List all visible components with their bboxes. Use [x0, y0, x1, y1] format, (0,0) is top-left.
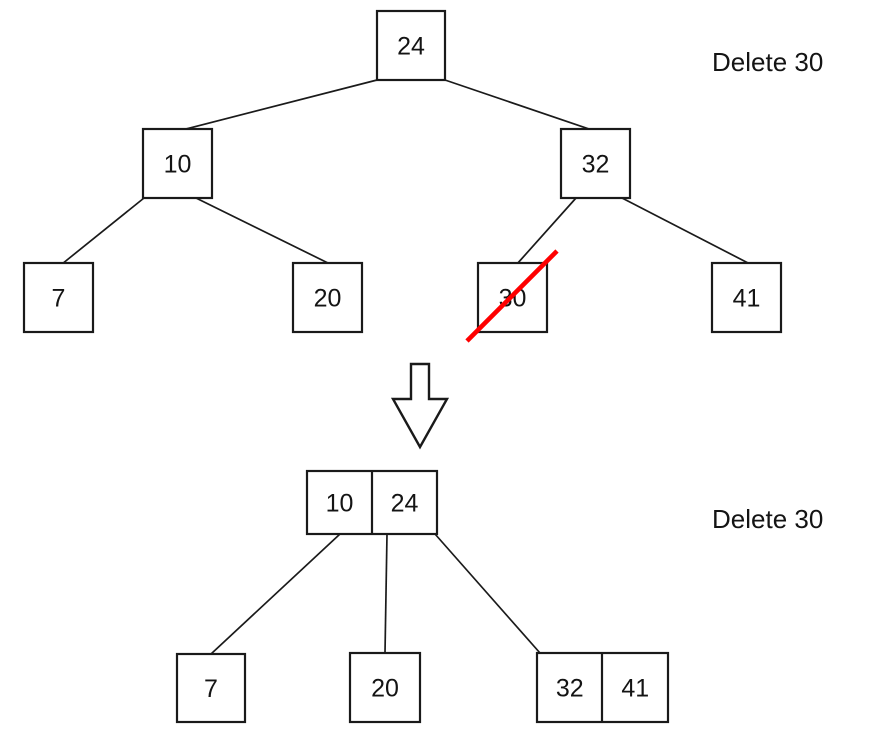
tree-node-41: 41 [710, 261, 783, 334]
tree-edge [444, 79, 593, 131]
node-key-label: 32 [556, 675, 584, 703]
tree-node-10: 10 [141, 127, 214, 200]
tree-edge [210, 533, 341, 655]
tree-node-32-41: 32 41 [535, 651, 670, 724]
tree-edge [434, 533, 541, 654]
transition-arrow-layer [390, 362, 450, 450]
tree-node-7: 7 [22, 261, 95, 334]
before-tree-nodes: 2410327203041 [22, 9, 783, 334]
caption-top: Delete 30 [712, 47, 823, 77]
node-box [175, 652, 247, 724]
node-key-label: 20 [314, 285, 342, 313]
caption-bottom: Delete 30 [712, 504, 823, 534]
tree-node-10-24: 10 24 [305, 469, 439, 536]
tree-node-24: 24 [375, 9, 447, 82]
tree-edge [61, 197, 145, 265]
node-box [141, 127, 214, 200]
tree-node-7: 7 [175, 652, 247, 724]
tree-edge [181, 79, 378, 131]
caption-layer: Delete 30 Delete 30 [712, 47, 823, 534]
down-arrow-icon [390, 362, 450, 450]
node-box [710, 261, 783, 334]
after-tree-nodes: 10 24 7 20 32 41 [175, 469, 670, 724]
node-key-label: 41 [733, 285, 761, 313]
node-key-label: 7 [204, 675, 218, 703]
node-key-label: 10 [326, 490, 354, 518]
tree-node-32: 32 [559, 127, 632, 200]
tree-node-20: 20 [348, 651, 422, 724]
node-key-label: 32 [582, 151, 610, 179]
after-tree-edges [210, 533, 541, 655]
node-key-label: 24 [391, 490, 419, 518]
node-key-label: 20 [371, 675, 399, 703]
tree-node-20: 20 [291, 261, 364, 334]
node-box [348, 651, 422, 724]
node-box [22, 261, 95, 334]
node-box [559, 127, 632, 200]
node-box [291, 261, 364, 334]
deletion-strikethrough-icon [465, 249, 559, 343]
node-key-label: 10 [164, 151, 192, 179]
node-key-label: 7 [52, 285, 66, 313]
node-key-label: 41 [621, 675, 649, 703]
tree-edge [621, 197, 751, 265]
tree-edge [516, 197, 577, 265]
before-tree-edges [61, 79, 751, 265]
node-key-label: 24 [397, 33, 425, 61]
deletion-strike-layer [465, 249, 559, 343]
tree-edge [195, 197, 331, 265]
node-box [375, 9, 447, 82]
tree-edge [384, 533, 388, 654]
